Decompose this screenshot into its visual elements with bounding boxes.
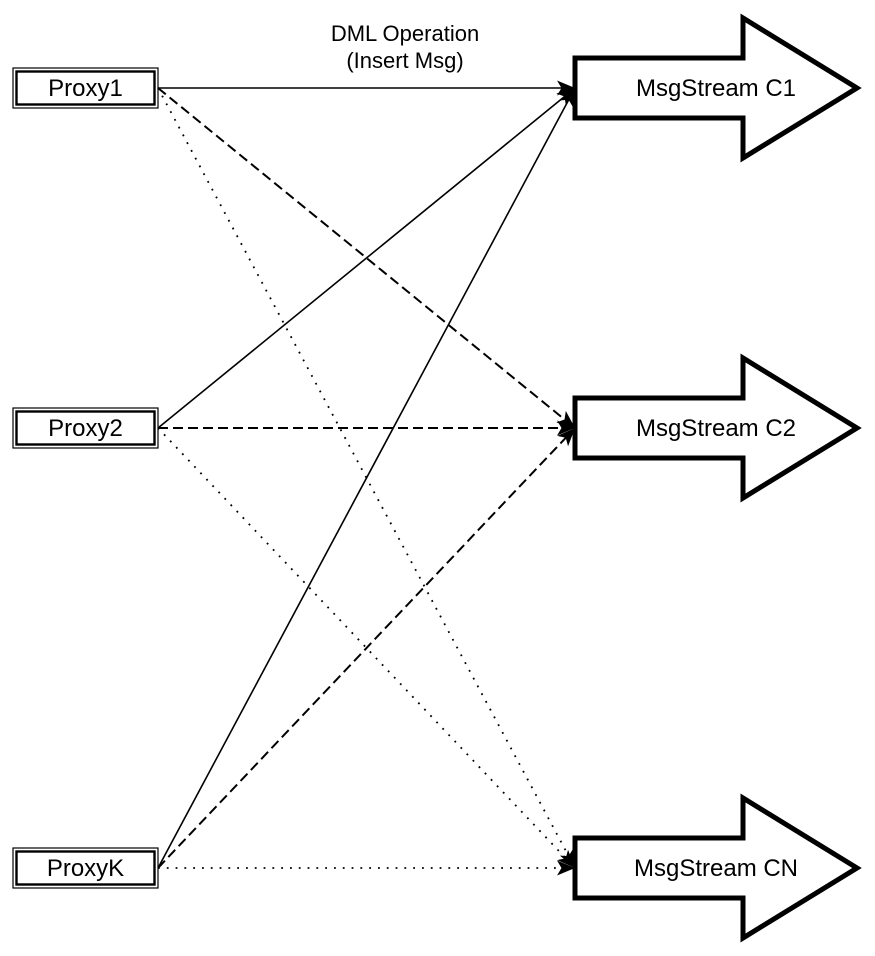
- edges-layer: [157, 80, 576, 876]
- edge-ProxyK-C2-dashed: [157, 427, 576, 869]
- annotation: DML Operation (Insert Msg): [331, 21, 479, 73]
- edge-Proxy2-C1-solid: [157, 87, 576, 429]
- msgstream-c2-node: MsgStream C2: [572, 353, 862, 503]
- msgstream-cn-arrow-shape: [572, 793, 862, 943]
- proxy2-box-inner: [15, 410, 156, 446]
- proxy1-node: Proxy1: [12, 67, 159, 109]
- msgstream-c1-node: MsgStream C1: [572, 13, 862, 163]
- proxy2-label: Proxy2: [48, 415, 123, 442]
- proxyk-label: ProxyK: [47, 855, 124, 882]
- msgstream-c2-label: MsgStream C2: [636, 415, 796, 442]
- msgstream-cn-label: MsgStream CN: [634, 855, 798, 882]
- msgstream-c2-arrow-shape: [572, 353, 862, 503]
- proxy1-box-inner: [15, 70, 156, 106]
- msgstream-c1-label: MsgStream C1: [636, 75, 796, 102]
- proxy1-label: Proxy1: [48, 75, 123, 102]
- annotation-line1: DML Operation: [331, 21, 479, 46]
- msgstream-c1-arrow-shape: [572, 13, 862, 163]
- msgstream-cn-node: MsgStream CN: [572, 793, 862, 943]
- annotation-line2: (Insert Msg): [346, 48, 463, 73]
- edge-ProxyK-C1-solid: [157, 87, 576, 869]
- proxy2-node: Proxy2: [12, 407, 159, 449]
- proxyk-box-inner: [15, 850, 156, 886]
- proxyk-node: ProxyK: [12, 847, 159, 889]
